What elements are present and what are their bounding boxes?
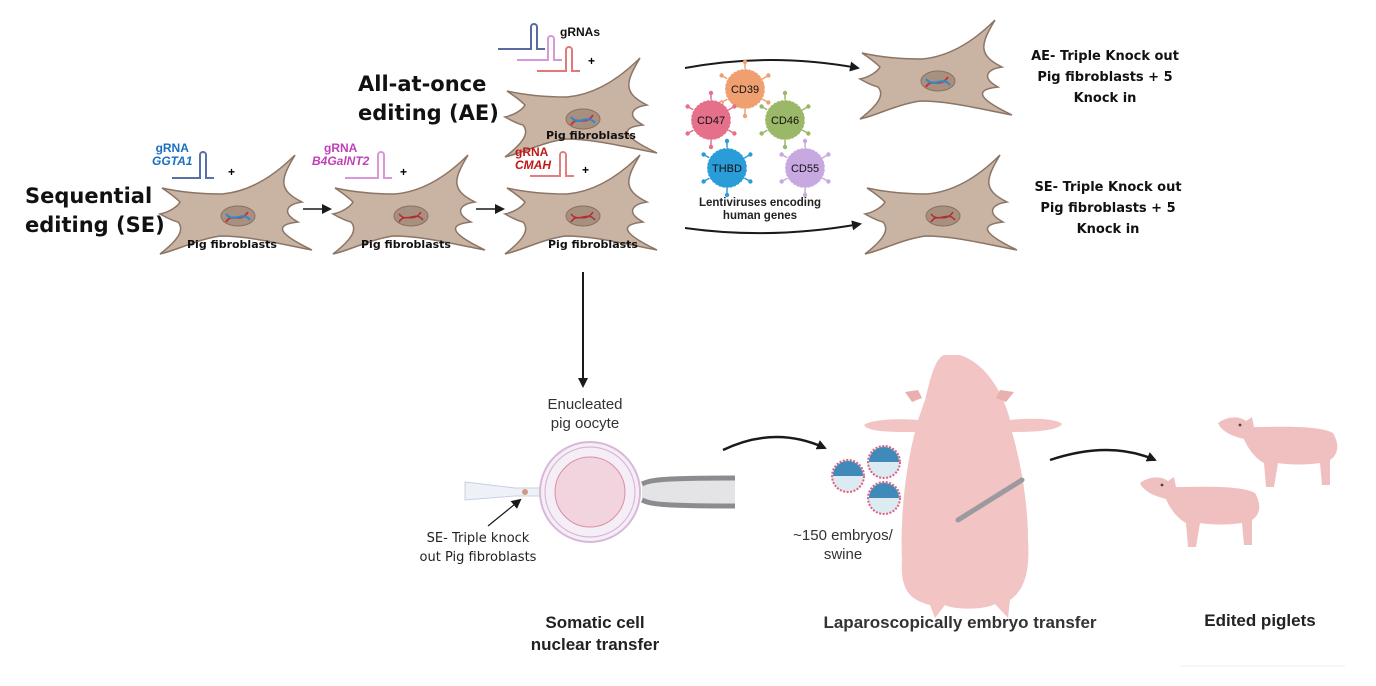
result-line: SE- Triple Knock out: [1034, 180, 1182, 195]
grna-label-ggta1: gRNA GGTA1: [152, 142, 192, 168]
oocyte-label: Enucleated pig oocyte: [530, 395, 640, 433]
caption-line: Lentiviruses encoding: [698, 197, 822, 209]
result-line: AE- Triple Knock out: [1031, 49, 1179, 64]
lentivirus-gene-label: THBD: [712, 163, 742, 175]
plus-sign: +: [400, 165, 408, 179]
lentivirus-cd39: CD39: [719, 59, 771, 119]
lentivirus-gene-label: CD55: [791, 163, 819, 175]
title-line: Sequential: [25, 184, 153, 208]
donor-cell-callout: SE- Triple knock out Pig fibroblasts: [408, 529, 548, 567]
step-label-edited-piglets: Edited piglets: [1204, 611, 1316, 630]
title-line: All-at-once: [358, 72, 487, 96]
step-label-scnt: Somatic cell nuclear transfer: [500, 612, 690, 656]
result-line: Pig fibroblasts + 5: [1040, 201, 1176, 216]
donor-cell-nucleus: [522, 489, 528, 495]
fibroblast-cell-ae-result: [859, 19, 1013, 120]
grna-word: gRNA: [515, 145, 549, 159]
step-label-embryo-transfer: Laparoscopically embryo transfer: [823, 613, 1097, 632]
label-line: Somatic cell: [545, 613, 645, 632]
embryo-icon: [867, 445, 901, 479]
arrow-scnt-to-transfer: [722, 435, 827, 452]
grna-gene: B4GalNT2: [312, 154, 370, 168]
fibroblast-cell-ae: [504, 57, 658, 158]
se-result-label: SE- Triple Knock out Pig fibroblasts + 5…: [1013, 177, 1203, 240]
grna-cmah-icon: [530, 151, 574, 177]
cell-label-ae: Pig fibroblasts: [546, 129, 636, 142]
embryo-icon: [831, 459, 865, 493]
callout-line: out Pig fibroblasts: [419, 550, 537, 565]
embryo-icon: [867, 481, 901, 515]
lentivirus-gene-label: CD39: [731, 84, 759, 96]
grna-ggta1-icon: [172, 151, 214, 179]
arrow-to-se-result: [684, 220, 862, 235]
plus-sign: +: [228, 165, 236, 179]
lentivirus-cd47: CD47: [685, 90, 737, 150]
ae-result-label: AE- Triple Knock out Pig fibroblasts + 5…: [1010, 46, 1200, 109]
embryo-count-label: ~150 embryos/ swine: [778, 526, 908, 564]
grna-label-cmah: gRNA CMAH: [515, 146, 551, 172]
label-line: swine: [823, 546, 863, 563]
result-line: Knock in: [1073, 91, 1137, 106]
lentivirus-gene-label: CD47: [697, 115, 725, 127]
arrow-transfer-to-piglets: [1049, 448, 1157, 462]
grnas-multi-icon: [498, 23, 580, 72]
label-line: Enucleated: [547, 396, 623, 413]
plus-sign: +: [588, 54, 596, 68]
lentivirus-cd46: CD46: [759, 90, 811, 150]
grna-label-b4galnt2: gRNA B4GalNT2: [312, 142, 369, 168]
piglet-front: [1140, 477, 1260, 547]
enucleated-oocyte: [539, 441, 641, 543]
grna-gene: CMAH: [515, 158, 551, 172]
piglet-back: [1218, 417, 1338, 487]
plus-sign: +: [582, 163, 590, 177]
lentivirus-gene-label: CD46: [771, 115, 799, 127]
lentivirus-caption: Lentiviruses encoding human genes: [670, 197, 850, 223]
cell-label-se-3: Pig fibroblasts: [548, 238, 638, 251]
cell-label-se-1: Pig fibroblasts: [187, 238, 277, 251]
lentivirus-thbd: THBD: [701, 138, 753, 198]
label-line: nuclear transfer: [530, 635, 660, 654]
callout-line: SE- Triple knock: [426, 531, 530, 546]
surrogate-sow: [864, 355, 1062, 618]
lentivirus-cd55: CD55: [779, 138, 831, 198]
sequential-editing-title: Sequential editing (SE): [25, 182, 165, 240]
grna-b4galnt2-icon: [345, 151, 392, 179]
holding-pipette: [640, 475, 736, 509]
result-line: Pig fibroblasts + 5: [1037, 70, 1173, 85]
cell-label-se-2: Pig fibroblasts: [361, 238, 451, 251]
arrow-to-ae-result: [684, 59, 860, 72]
caption-line: human genes: [722, 210, 798, 222]
all-at-once-editing-title: All-at-once editing (AE): [358, 70, 499, 128]
laparoscope-icon: [955, 477, 1025, 523]
title-line: editing (AE): [358, 101, 499, 125]
fibroblast-cell-se-result: [864, 154, 1018, 255]
grna-word: gRNA: [155, 141, 189, 155]
callout-arrow: [487, 498, 522, 527]
grna-word: gRNA: [324, 141, 358, 155]
grnas-label: gRNAs: [560, 25, 601, 39]
label-line: ~150 embryos/: [793, 527, 893, 544]
label-line: pig oocyte: [550, 415, 620, 432]
injection-micropipette: [464, 481, 546, 501]
result-line: Knock in: [1076, 222, 1140, 237]
embryo-cluster: [831, 445, 901, 515]
grna-gene: GGTA1: [152, 154, 193, 168]
title-line: editing (SE): [25, 213, 165, 237]
